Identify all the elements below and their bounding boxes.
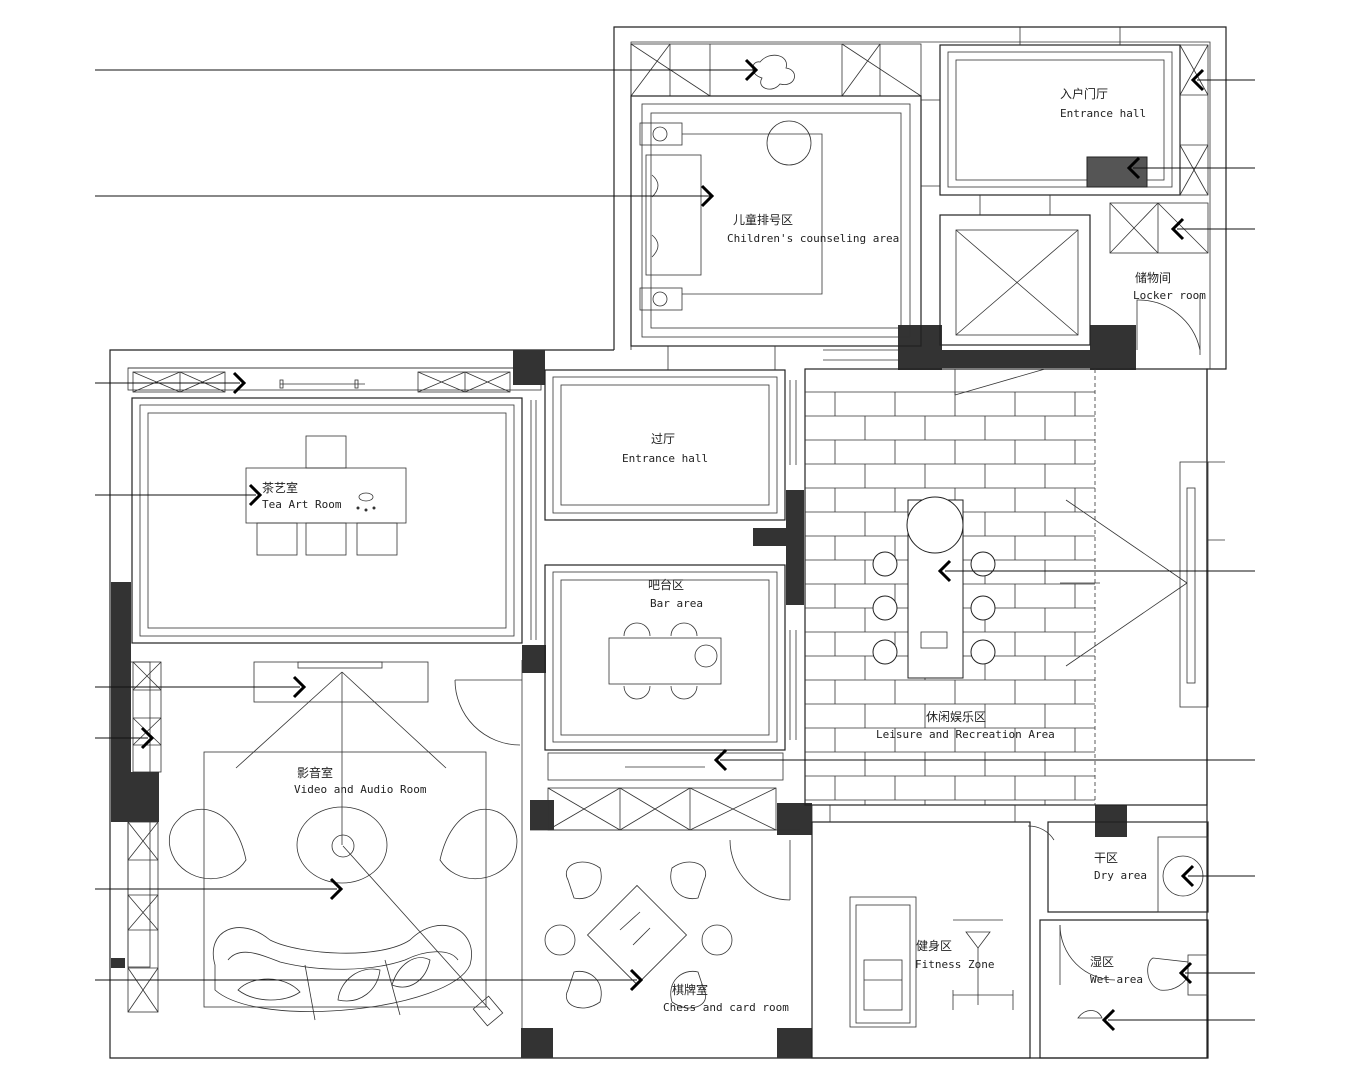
tea-art-room xyxy=(128,367,537,644)
room-label-en: Dry area xyxy=(1094,869,1147,882)
room-label-cn: 棋牌室 xyxy=(672,982,708,997)
structural-columns xyxy=(111,325,1136,1058)
room-label-cn: 影音室 xyxy=(297,765,333,780)
room-label-en: Wet area xyxy=(1090,973,1143,986)
chevron-icon xyxy=(140,726,155,750)
fitness-zone xyxy=(811,805,1031,1059)
video-audio-room xyxy=(127,661,518,1027)
chevron-icon xyxy=(232,371,247,395)
chevron-icon xyxy=(1170,217,1185,241)
door-jambs xyxy=(667,99,1016,822)
room-label-cn: 茶艺室 xyxy=(262,480,298,495)
room-label-en: Bar area xyxy=(650,597,703,610)
entrance-hall-mid xyxy=(544,369,786,521)
chevron-icon xyxy=(292,675,307,699)
room-label-cn: 湿区 xyxy=(1090,954,1114,969)
chevron-icon xyxy=(937,559,952,583)
locker-room xyxy=(1109,202,1209,355)
room-label-en: Entrance hall xyxy=(1060,107,1146,120)
room-label-en: Leisure and Recreation Area xyxy=(876,728,1055,741)
chevron-icon xyxy=(1180,864,1195,888)
chevron-icon xyxy=(248,483,263,507)
room-label-en: Tea Art Room xyxy=(262,498,342,511)
elevator-x-icon xyxy=(939,195,1091,346)
room-label-cn: 储物间 xyxy=(1135,270,1171,285)
childrens-counseling-zone xyxy=(630,43,922,347)
room-label-en: Children's counseling area xyxy=(727,232,899,245)
chevron-icon xyxy=(629,968,644,992)
chevron-icon xyxy=(744,58,759,82)
room-label-cn: 入户门厅 xyxy=(1060,86,1108,101)
leisure-area xyxy=(804,368,1225,806)
room-label-en: Chess and card room xyxy=(663,1001,789,1014)
room-label-cn: 干区 xyxy=(1094,851,1118,865)
chevron-icon xyxy=(700,184,715,208)
callout-leaders xyxy=(95,69,1255,1021)
room-label-en: Locker room xyxy=(1133,289,1206,302)
room-label-cn: 过厅 xyxy=(651,432,675,446)
bath-areas xyxy=(1027,821,1209,1059)
chevron-icon xyxy=(1178,961,1193,985)
outer-walls xyxy=(109,26,1227,1059)
chevron-icon xyxy=(1126,156,1141,180)
room-label-cn: 健身区 xyxy=(916,938,952,953)
room-label-cn: 休闲娱乐区 xyxy=(926,710,986,724)
bar-area xyxy=(544,564,786,831)
chevron-icon xyxy=(713,748,728,772)
room-label-en: Fitness Zone xyxy=(915,958,994,971)
chevron-icon xyxy=(329,877,344,901)
room-label-en: Video and Audio Room xyxy=(294,783,427,796)
door-swing-icon xyxy=(1136,299,1201,351)
room-label-cn: 吧台区 xyxy=(648,577,684,592)
chess-card-room xyxy=(454,660,800,1058)
treadmill-icon xyxy=(849,896,917,1028)
room-label-en: Entrance hall xyxy=(622,452,708,465)
chevron-markers xyxy=(140,58,1205,1032)
chevron-icon xyxy=(1101,1008,1116,1032)
room-label-cn: 儿童排号区 xyxy=(733,212,793,227)
chevron-icon xyxy=(1190,68,1205,92)
